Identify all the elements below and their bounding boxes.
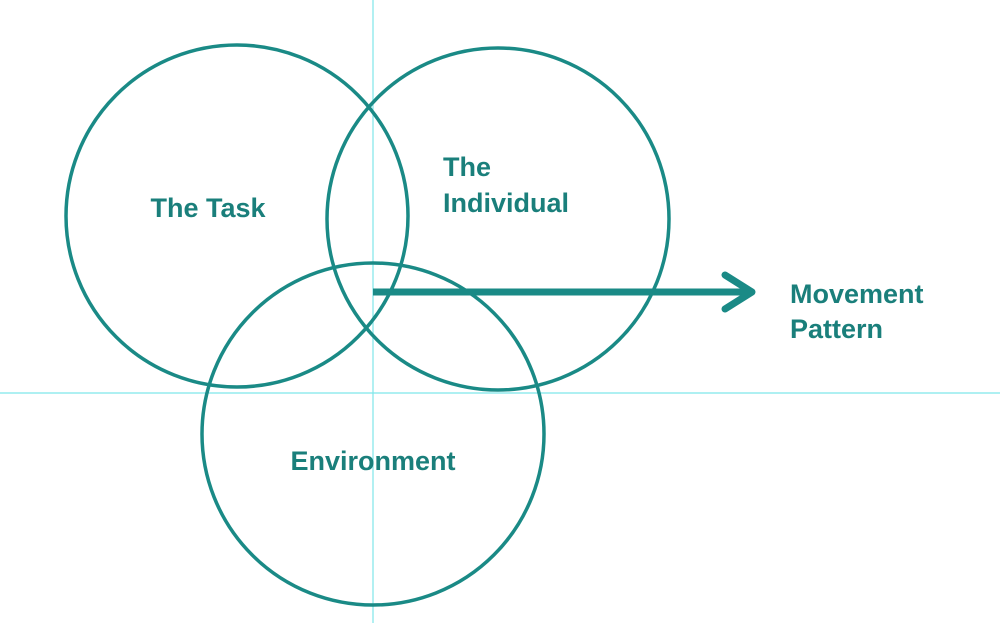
- circle-environment: [200, 261, 546, 607]
- label-environment: Environment: [290, 446, 455, 476]
- circle-task: [64, 43, 410, 389]
- label-movement-line2: Pattern: [790, 314, 883, 344]
- label-individual-line2: Individual: [443, 188, 569, 218]
- label-movement-line1: Movement: [790, 279, 924, 309]
- label-task: The Task: [150, 193, 266, 223]
- circle-individual: [325, 46, 671, 392]
- movement-arrow-head: [721, 271, 756, 313]
- label-individual-line1: The: [443, 152, 491, 182]
